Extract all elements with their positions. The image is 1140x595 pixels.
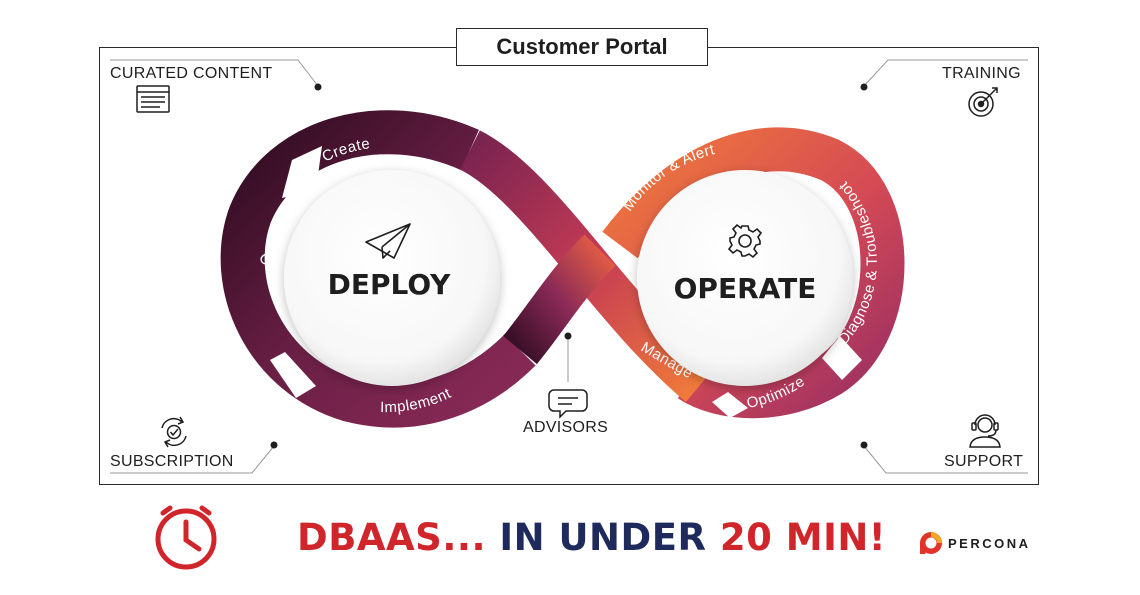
- clock-icon: [155, 505, 217, 570]
- portal-title: Customer Portal: [456, 28, 708, 66]
- arrow-notch-diagnose: [822, 336, 862, 380]
- support-label: SUPPORT: [944, 453, 1024, 470]
- arrow-notch-optimize: [712, 392, 748, 418]
- tagline-part-3: 20 MIN!: [719, 516, 887, 559]
- subscription-label: SUBSCRIPTION: [110, 453, 234, 470]
- arrow-notch-create: [282, 146, 322, 198]
- document-icon: [136, 85, 170, 113]
- gear-icon: [727, 223, 763, 259]
- percona-brand: PERCONA: [948, 536, 1031, 551]
- chat-bubble-icon: [548, 389, 588, 419]
- advisors-label: ADVISORS: [523, 419, 609, 436]
- headset-icon: [969, 414, 1001, 448]
- arrow-notch-configure: [270, 352, 316, 398]
- deploy-label: DEPLOY: [328, 268, 452, 301]
- target-icon: [968, 87, 998, 117]
- training-label: TRAINING: [942, 65, 1021, 82]
- percona-logo-icon: [920, 532, 942, 554]
- tagline: DBAAS... IN UNDER 20 MIN!: [297, 516, 886, 559]
- tagline-part-2: IN UNDER: [499, 516, 720, 559]
- tagline-part-1: DBAAS...: [297, 516, 500, 559]
- operate-loop-band: [602, 127, 905, 419]
- connector-dots: [270, 83, 868, 449]
- deploy-loop-band: [220, 110, 536, 428]
- paper-plane-icon: [365, 223, 411, 259]
- subscription-icon: [161, 416, 187, 448]
- deploy-circle: [284, 170, 500, 386]
- curated-content-label: CURATED CONTENT: [110, 65, 273, 82]
- corner-connectors: [110, 59, 1028, 474]
- crossover-band-b: [502, 234, 616, 365]
- operate-label: OPERATE: [674, 272, 817, 305]
- operate-circle: [637, 170, 853, 386]
